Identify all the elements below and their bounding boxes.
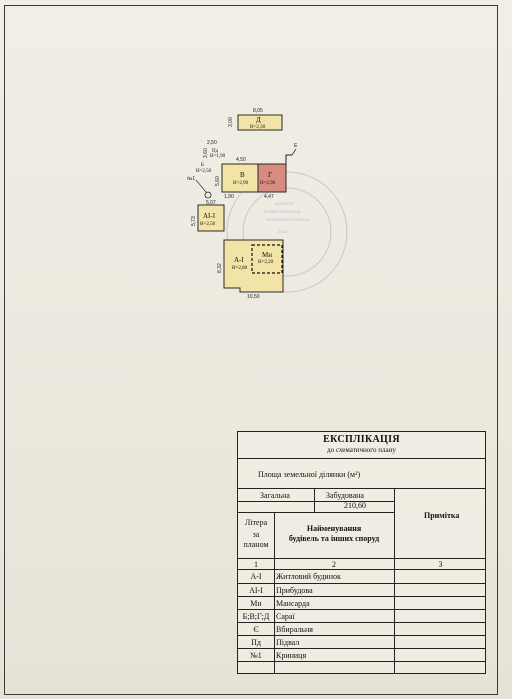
building-ai: [197, 204, 225, 232]
dim-832: 8,32: [217, 263, 223, 273]
rule: [238, 661, 485, 662]
building-g-letter: Г: [268, 171, 272, 179]
mansard-letter: Мн: [262, 251, 272, 259]
name-header-1: Найменування: [306, 524, 362, 533]
e-mark-line: [285, 154, 292, 164]
row-name: Прибудова: [276, 586, 313, 595]
svg-text:2023: 2023: [278, 229, 288, 234]
site-plan: МАЙСТЕР З ІНВЕНТАРИЗАЦІЇ НЕРУХОМОГО МАЙН…: [187, 108, 348, 300]
row-code: Пд: [251, 638, 261, 647]
building-b-height: Н=2,50: [196, 169, 212, 174]
row-code: №1: [250, 651, 262, 660]
rule: [238, 583, 485, 584]
rule: [238, 558, 485, 559]
building-d-letter: Д: [256, 116, 261, 124]
notes-header: Примітка: [424, 511, 460, 520]
mark-e: Е: [294, 143, 298, 149]
row-code: Б;В;Г;Д: [242, 612, 270, 621]
row-name: Вбиральня: [276, 625, 313, 634]
building-a: [223, 239, 284, 293]
rule: [314, 488, 315, 512]
land-area-label: Площа земельної ділянки (м²): [258, 470, 361, 479]
building-a-height: Н=2,80: [232, 266, 248, 271]
dim-507: 5,07: [206, 200, 216, 206]
col-number-1: 1: [254, 560, 258, 569]
well-leader: [195, 179, 207, 193]
building-v: [221, 163, 259, 193]
rule: [238, 609, 485, 610]
building-pd-letter: Пд: [212, 149, 219, 154]
building-d: [237, 114, 283, 131]
well-circle: [204, 191, 212, 199]
rule: [238, 596, 485, 597]
building-d-height: Н=2,30: [250, 125, 266, 130]
row-name: Житловий будинок: [276, 572, 341, 581]
built-value: 210,60: [344, 501, 366, 510]
table-title: ЕКСПЛІКАЦІЯ: [323, 434, 400, 445]
building-g: [257, 163, 287, 193]
row-name: Мансарда: [276, 599, 310, 608]
building-ai-letter: АІ-І: [203, 212, 216, 220]
table-subtitle: до схематичного плану: [327, 446, 396, 454]
rule: [238, 512, 394, 513]
row-code: Є: [253, 625, 259, 634]
rule: [238, 648, 485, 649]
rule: [274, 512, 275, 674]
rule: [238, 635, 485, 636]
col-number-3: 3: [438, 560, 443, 569]
building-a-letter: А-І: [234, 256, 244, 264]
dim-360: 3,60: [203, 148, 209, 158]
row-name: Криниця: [276, 651, 307, 660]
rule: [238, 458, 485, 459]
total-label: Загальна: [260, 491, 290, 500]
rule: [238, 488, 485, 489]
dim-450: 4,50: [236, 157, 246, 163]
dim-447: 4,47: [264, 194, 274, 200]
row-code: АІ-І: [249, 586, 263, 595]
dim-1050: 10,50: [247, 294, 260, 300]
building-v-letter: В: [240, 171, 245, 179]
building-v-height: Н=2,90: [233, 181, 249, 186]
svg-text:МАЙСТЕР: МАЙСТЕР: [275, 201, 295, 206]
built-label: Забудована: [326, 491, 364, 500]
building-ai-height: Н=2,50: [200, 222, 216, 227]
building-pd-height: Н=1,90: [210, 154, 226, 159]
col-number-2: 2: [332, 560, 336, 569]
svg-text:З ІНВЕНТАРИЗАЦІЇ: З ІНВЕНТАРИЗАЦІЇ: [264, 209, 301, 214]
building-g-height: Н=2,90: [260, 181, 276, 186]
well-label: №1: [187, 176, 195, 182]
dim-300: 3,00: [228, 117, 234, 127]
svg-text:НЕРУХОМОГО МАЙНА: НЕРУХОМОГО МАЙНА: [266, 217, 310, 222]
letter-header-1: Літера: [244, 518, 268, 527]
dim-190: 1,90: [224, 194, 234, 200]
dim-250: 2,50: [207, 140, 217, 146]
explication-table: ЕКСПЛІКАЦІЯ до схематичного плану Площа …: [237, 431, 486, 674]
building-b-letter: Б: [201, 163, 204, 168]
rule: [238, 569, 485, 570]
row-code: А-І: [250, 572, 262, 581]
dim-805: 8,05: [253, 108, 263, 114]
mansard-outline: [251, 244, 283, 274]
rule: [238, 622, 485, 623]
row-name: Підвал: [276, 638, 300, 647]
letter-header-2: за: [252, 530, 260, 539]
rule: [394, 488, 395, 674]
mansard-height: Н=2,20: [258, 260, 274, 265]
stamp: МАЙСТЕР З ІНВЕНТАРИЗАЦІЇ НЕРУХОМОГО МАЙН…: [226, 171, 348, 293]
e-leader: [291, 148, 297, 156]
table-title-block: ЕКСПЛІКАЦІЯ до схематичного плану: [238, 432, 485, 454]
dim-560: 5,60: [215, 176, 221, 186]
letter-header-3: планом: [243, 540, 269, 549]
row-code: Мн: [250, 599, 262, 608]
name-header-2: будівель та інших споруд: [288, 534, 380, 543]
page-frame: [4, 5, 498, 695]
row-name: Сараї: [276, 612, 295, 621]
rule: [238, 501, 394, 502]
dim-573: 5,73: [191, 216, 197, 226]
